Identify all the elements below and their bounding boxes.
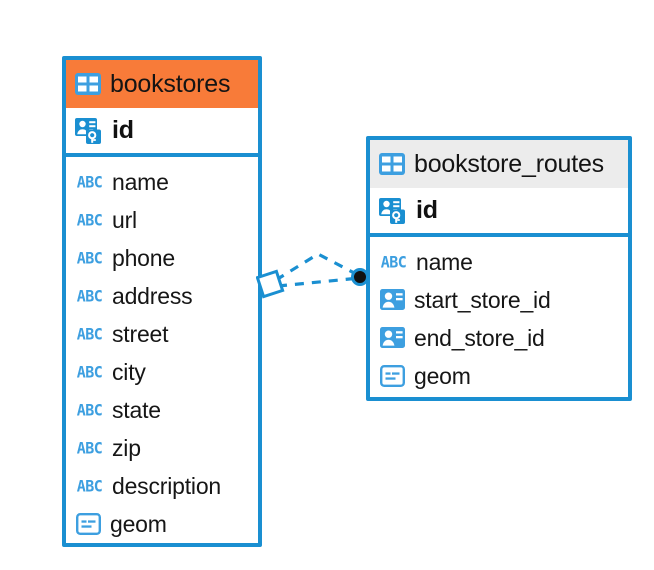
field-row[interactable]: ABC name [66,163,258,201]
text-type-icon: ABC [76,361,103,382]
field-row[interactable]: ABC zip [66,429,258,467]
relation-line-lower [277,276,361,288]
field-label: start_store_id [414,286,551,313]
primary-key-icon [379,197,407,225]
field-row[interactable]: start_store_id [370,281,628,319]
field-label: description [112,472,222,499]
field-row[interactable]: end_store_id [370,319,628,357]
text-type-icon: ABC [76,475,103,496]
relationship-connector[interactable] [256,236,376,320]
table-icon [379,153,405,175]
field-row[interactable]: ABC address [66,277,258,315]
field-row[interactable]: ABC street [66,315,258,353]
entity-title: bookstores [110,69,231,98]
text-type-icon: ABC [76,399,103,420]
text-type-icon: ABC [380,251,407,272]
text-type-icon: ABC [76,247,103,268]
entity-header-bookstores[interactable]: bookstores [66,60,258,108]
field-row[interactable]: ABC phone [66,239,258,277]
field-label: end_store_id [414,324,545,351]
field-label: zip [112,434,141,461]
field-label: name [112,168,169,195]
field-list-bookstores: ABC name ABC url ABC phone ABC address A… [66,157,258,547]
entity-header-bookstore-routes[interactable]: bookstore_routes [370,140,628,188]
relation-line-upper [275,252,361,282]
field-label: geom [110,510,167,537]
foreign-key-icon [380,288,405,312]
table-icon [75,73,101,95]
primary-key-row-bookstore-routes[interactable]: id [370,188,628,237]
field-row[interactable]: ABC name [370,243,628,281]
field-row[interactable]: ABC state [66,391,258,429]
field-row[interactable]: ABC description [66,467,258,505]
field-label: street [112,320,169,347]
text-type-icon: ABC [76,285,103,306]
field-label: name [416,248,473,275]
geometry-type-icon [380,365,405,387]
primary-key-row-bookstores[interactable]: id [66,108,258,157]
entity-table-bookstore-routes[interactable]: bookstore_routes id [366,136,632,401]
primary-key-label: id [416,196,438,224]
primary-key-icon [75,117,103,145]
field-row[interactable]: geom [370,357,628,395]
field-row[interactable]: ABC city [66,353,258,391]
field-label: url [112,206,137,233]
field-list-bookstore-routes: ABC name start_store_id [370,237,628,399]
foreign-key-icon [380,326,405,350]
entity-title: bookstore_routes [414,149,604,178]
field-label: geom [414,362,471,389]
geometry-type-icon [76,513,101,535]
field-row[interactable]: geom [66,505,258,543]
primary-key-label: id [112,116,134,144]
field-label: phone [112,244,175,271]
text-type-icon: ABC [76,209,103,230]
entity-table-bookstores[interactable]: bookstores id [62,56,262,547]
field-label: state [112,396,161,423]
text-type-icon: ABC [76,323,103,344]
text-type-icon: ABC [76,437,103,458]
field-label: address [112,282,193,309]
field-label: city [112,358,146,385]
text-type-icon: ABC [76,171,103,192]
field-row[interactable]: ABC url [66,201,258,239]
